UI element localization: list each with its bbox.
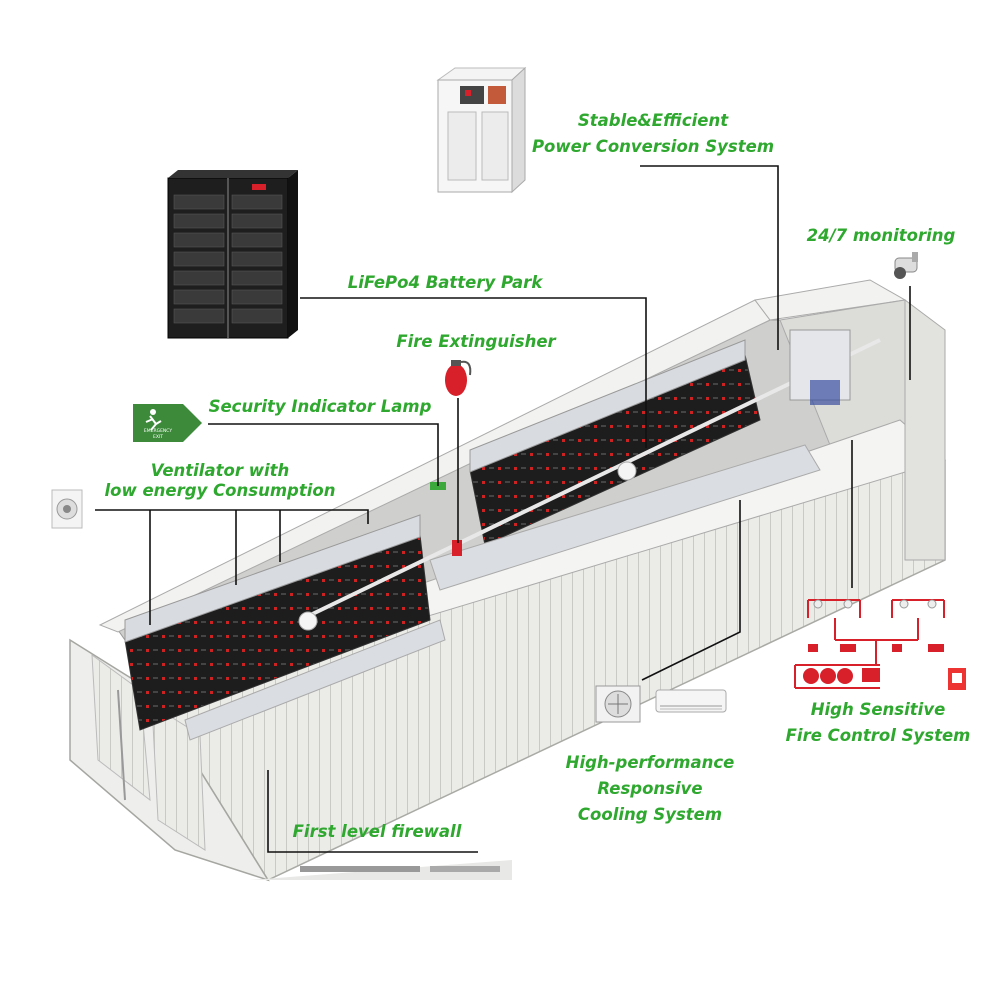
battery-rack-row-front bbox=[124, 514, 431, 731]
label-monitoring-text: 24/7 monitoring bbox=[806, 226, 956, 245]
battery-rack-row-back bbox=[469, 339, 761, 546]
label-ventilator-line-1: Ventilator with bbox=[150, 461, 290, 480]
extinguisher-mark bbox=[452, 540, 462, 556]
firewall-panel-image bbox=[250, 860, 512, 880]
exit-sign-text-2: EXIT bbox=[153, 434, 163, 440]
battery-cabinet-image bbox=[167, 170, 298, 339]
ac-outdoor-unit-icon bbox=[595, 685, 641, 723]
label-pcs-line-1: Stable&Efficient bbox=[577, 111, 729, 130]
ventilator-fan-icon bbox=[51, 489, 83, 529]
label-ventilator: Ventilator with low energy Consumption bbox=[100, 458, 340, 504]
label-fire-control: High Sensitive Fire Control System bbox=[778, 697, 978, 749]
label-battery-park: LiFePo4 Battery Park bbox=[335, 270, 555, 296]
label-cooling: High-performance Responsive Cooling Syst… bbox=[550, 750, 750, 828]
label-ventilator-line-2: low energy Consumption bbox=[104, 481, 336, 500]
label-battery-text: LiFePo4 Battery Park bbox=[347, 273, 543, 292]
leader-lines bbox=[95, 165, 911, 853]
fire-extinguisher-icon bbox=[445, 360, 472, 396]
label-fire-control-line-2: Fire Control System bbox=[785, 726, 971, 745]
security-camera-icon bbox=[894, 252, 918, 279]
label-fire-extinguisher: Fire Extinguisher bbox=[386, 329, 566, 355]
label-firewall-text: First level firewall bbox=[292, 822, 462, 841]
label-security-lamp-text: Security Indicator Lamp bbox=[208, 397, 432, 416]
label-security-lamp: Security Indicator Lamp bbox=[200, 394, 440, 420]
exit-sign-text-1: EMERGENCY bbox=[144, 428, 172, 434]
label-monitoring: 24/7 monitoring bbox=[796, 223, 966, 249]
label-cooling-line-2: Responsive bbox=[597, 779, 703, 798]
label-cooling-line-3: Cooling System bbox=[577, 805, 723, 824]
emergency-exit-sign-icon: EMERGENCY EXIT bbox=[133, 404, 202, 442]
fire-control-components bbox=[803, 599, 966, 690]
fire-control-schematic bbox=[794, 599, 945, 689]
label-extinguisher-text: Fire Extinguisher bbox=[396, 332, 556, 351]
label-pcs-line-2: Power Conversion System bbox=[531, 137, 775, 156]
label-firewall: First level firewall bbox=[282, 819, 472, 845]
ac-indoor-unit-icon bbox=[655, 689, 727, 713]
pcs-cabinet-image bbox=[436, 66, 527, 194]
label-pcs: Stable&Efficient Power Conversion System bbox=[528, 108, 778, 160]
label-cooling-line-1: High-performance bbox=[565, 753, 735, 772]
label-fire-control-line-1: High Sensitive bbox=[810, 700, 946, 719]
